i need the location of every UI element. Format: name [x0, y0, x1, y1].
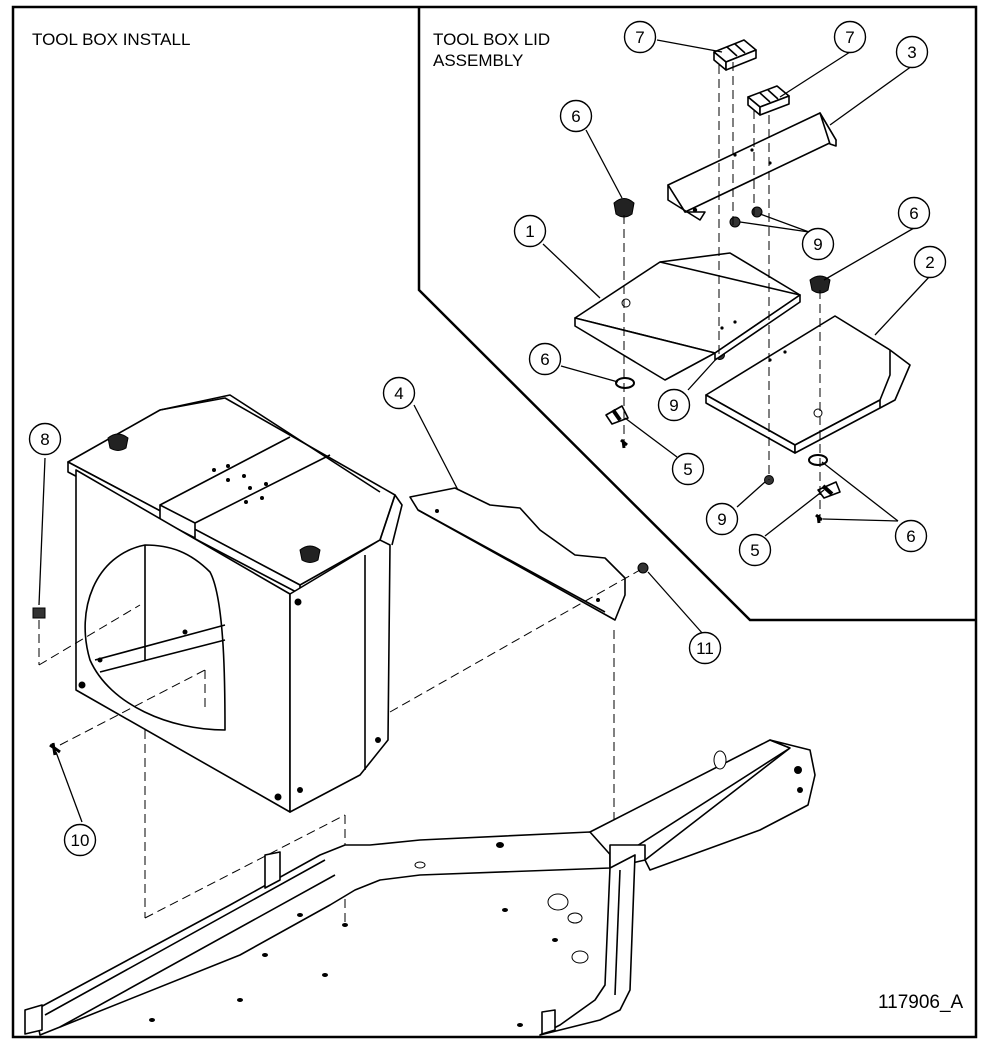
callout-1: 1 — [513, 214, 547, 248]
callout-11: 11 — [688, 631, 722, 665]
callout-5a: 5 — [671, 452, 705, 486]
svg-text:6: 6 — [909, 204, 918, 223]
drawing-border — [11, 5, 978, 1039]
callout-6c: 6 — [528, 342, 562, 376]
callout-leaders — [38, 39, 931, 823]
callout-9c: 9 — [705, 502, 739, 536]
callout-4: 4 — [382, 376, 416, 410]
bracket-part-3 — [667, 112, 837, 221]
callout-2: 2 — [913, 245, 947, 279]
lid-assembly-parts — [574, 39, 911, 524]
svg-text:4: 4 — [394, 384, 403, 403]
callout-3: 3 — [895, 35, 929, 69]
callout-8: 8 — [28, 422, 62, 456]
svg-text:5: 5 — [750, 541, 759, 560]
shield-part-4 — [409, 487, 626, 621]
svg-text:6: 6 — [540, 350, 549, 369]
svg-text:9: 9 — [669, 396, 678, 415]
svg-text:8: 8 — [40, 430, 49, 449]
tool-box-body — [67, 394, 403, 813]
chassis-frame — [24, 739, 816, 1036]
tool-box-install-title: TOOL BOX INSTALL — [32, 30, 190, 49]
svg-text:1: 1 — [525, 222, 534, 241]
svg-text:7: 7 — [635, 28, 644, 47]
svg-text:6: 6 — [906, 527, 915, 546]
callout-10: 10 — [63, 823, 97, 857]
knob-part-6-right — [809, 275, 831, 294]
callout-7b: 7 — [833, 20, 867, 54]
drawing-part-number: 117906_A — [878, 992, 964, 1013]
knob-part-6-left — [613, 198, 635, 218]
lid-part-2 — [705, 315, 911, 454]
latch-part-7a — [713, 39, 757, 71]
svg-text:11: 11 — [696, 639, 714, 658]
svg-text:6: 6 — [571, 107, 580, 126]
lid-assembly-title-line2: ASSEMBLY — [433, 51, 523, 70]
latch-part-7b — [747, 85, 790, 116]
svg-text:7: 7 — [845, 28, 854, 47]
svg-text:5: 5 — [683, 460, 692, 479]
callout-6d: 6 — [894, 519, 928, 553]
callout-6a: 6 — [559, 99, 593, 133]
callout-9a: 9 — [801, 227, 835, 261]
lid-part-1 — [574, 252, 801, 381]
callout-5b: 5 — [738, 533, 772, 567]
lid-assembly-title-line1: TOOL BOX LID — [433, 30, 550, 49]
svg-text:9: 9 — [813, 235, 822, 254]
svg-text:3: 3 — [907, 43, 916, 62]
callout-7a: 7 — [623, 20, 657, 54]
svg-text:10: 10 — [71, 831, 90, 850]
callout-9b: 9 — [657, 388, 691, 422]
lid-assembly-panel-border — [417, 7, 976, 622]
svg-text:9: 9 — [717, 510, 726, 529]
svg-text:2: 2 — [925, 253, 934, 272]
callout-6b: 6 — [897, 196, 931, 230]
